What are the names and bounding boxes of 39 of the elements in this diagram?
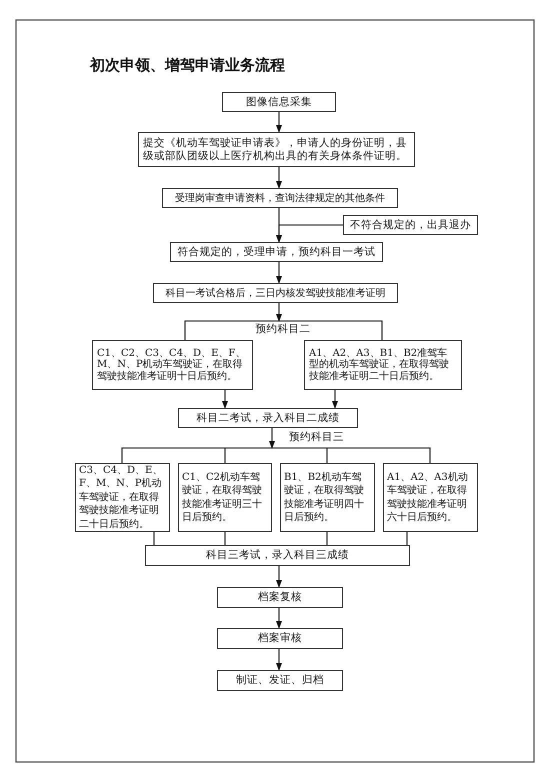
arrow	[269, 428, 275, 449]
process-box: 不符合规定的，出具退办	[343, 215, 478, 235]
process-box: B1、B2机动车驾驶证，在取得驾驶技能准考证明四十日后预约。	[280, 463, 375, 532]
process-box: 符合规定的，受理申请，预约科目一考试	[170, 242, 383, 262]
title: 初次申领、增驾申请业务流程	[90, 56, 285, 75]
process-box: 提交《机动车驾驶证申请表》，申请人的身份证明，县级或部队团级以上医疗机构出具的有关身体条件证明。	[138, 132, 415, 167]
connector-line	[272, 447, 431, 463]
arrow	[276, 608, 282, 629]
connector-line	[184, 320, 279, 340]
process-box: C1、C2、C3、C4、D、E、F、M、N、P机动车驾驶证，在取得驾驶技能准考证明十日后预约。	[92, 340, 253, 390]
arrow	[276, 224, 343, 243]
process-box: 档案复核	[217, 587, 343, 608]
connector-line	[153, 532, 155, 545]
arrow	[222, 390, 228, 409]
process-box: 受理岗审查申请资料，查询法律规定的其他条件	[162, 188, 398, 208]
step-label: 预约科目三	[268, 431, 344, 448]
connector-line	[326, 532, 328, 545]
process-box: 科目一考试合格后，三日内核发驾驶技能准考证明	[153, 283, 398, 303]
connector-line	[224, 447, 272, 463]
process-box: 科目三考试，录入科目三成绩	[145, 545, 410, 566]
arrow	[332, 390, 338, 409]
connector-line	[224, 532, 226, 545]
process-box: 图像信息采集	[222, 92, 336, 112]
connector-line	[406, 532, 408, 545]
arrow	[276, 262, 282, 284]
connector-line	[279, 320, 383, 340]
arrow	[276, 649, 282, 671]
arrow	[276, 566, 282, 588]
process-box: C1、C2机动车驾驶证，在取得驾驶技能准考证明三十日后预约。	[178, 463, 272, 532]
process-box: 档案审核	[217, 628, 343, 649]
step-label: 预约科目二	[253, 322, 313, 337]
process-box: A1、A2、A3、B1、B2准驾车型的机动车驾驶证，在取得驾驶技能准考证明二十日后预约。	[304, 340, 462, 390]
process-box: A1、A2、A3机动车驾驶证，在取得驾驶技能准考证明六十日后预约。	[383, 463, 478, 532]
arrow	[276, 167, 282, 189]
process-box: C3、C4、D、E、F、M、N、P机动车驾驶证，在取得驾驶技能准考证明二十日后预约。	[75, 463, 170, 532]
process-box: 科目二考试，录入科目二成绩	[178, 408, 358, 428]
process-box: 制证、发证、归档	[217, 670, 343, 691]
arrow	[276, 112, 282, 133]
arrow	[276, 303, 282, 322]
